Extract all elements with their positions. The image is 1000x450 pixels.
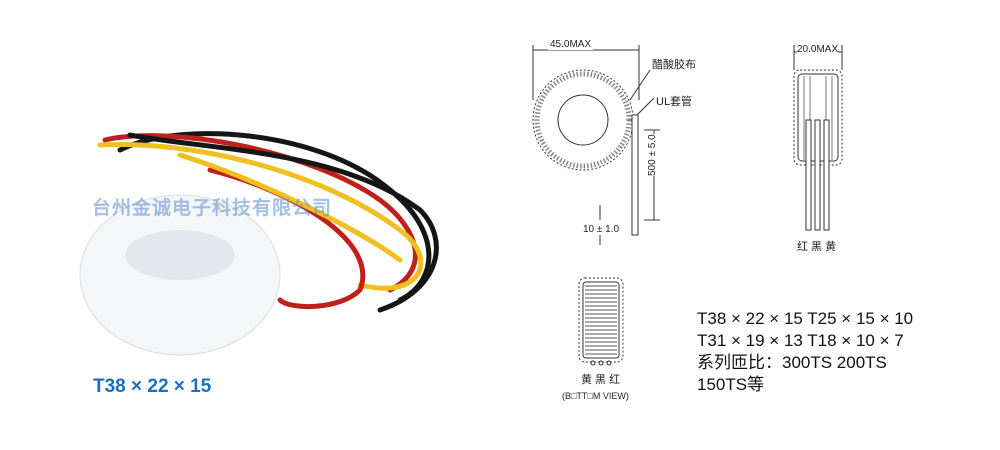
watermark: 台州金诚电子科技有限公司 (92, 198, 333, 219)
side-view-drawing (793, 45, 843, 231)
photo-caption: T38 × 22 × 15 (93, 376, 212, 397)
width-dimension: 45.0MAX (548, 39, 594, 50)
yellow-wire (177, 152, 403, 263)
bottom-view-label: (B□TT□M VIEW) (562, 391, 629, 401)
spec-list: T38 × 22 × 15 T25 × 15 × 10 T31 × 19 × 1… (697, 308, 913, 396)
strip-length: 10 ± 1.0 (583, 224, 620, 235)
black-wire (127, 132, 439, 313)
spec-line: T38 × 22 × 15 T25 × 15 × 10 (697, 309, 914, 328)
spec-line: 150TS等 (697, 375, 765, 394)
sleeve-label: UL套管 (656, 96, 693, 108)
side-lead-colors: 红 黑 黄 (797, 241, 837, 253)
bottom-view-drawing (578, 277, 624, 366)
toroid-hole (125, 230, 235, 280)
toroid-photo (79, 131, 439, 356)
tape-label: 醋酸胶布 (652, 59, 696, 71)
spec-line: T31 × 19 × 13 T18 × 10 × 7 (697, 331, 904, 350)
yellow-wire (97, 141, 424, 291)
bottom-lead-colors: 黄 黑 红 (581, 374, 621, 386)
red-wire (102, 133, 418, 293)
lead-length: 500 ± 5.0 (647, 134, 658, 176)
spec-line: 系列匝比：300TS 200TS (697, 353, 887, 372)
side-width-dimension: 20.0MAX (797, 44, 839, 55)
top-view-drawing (532, 45, 660, 245)
